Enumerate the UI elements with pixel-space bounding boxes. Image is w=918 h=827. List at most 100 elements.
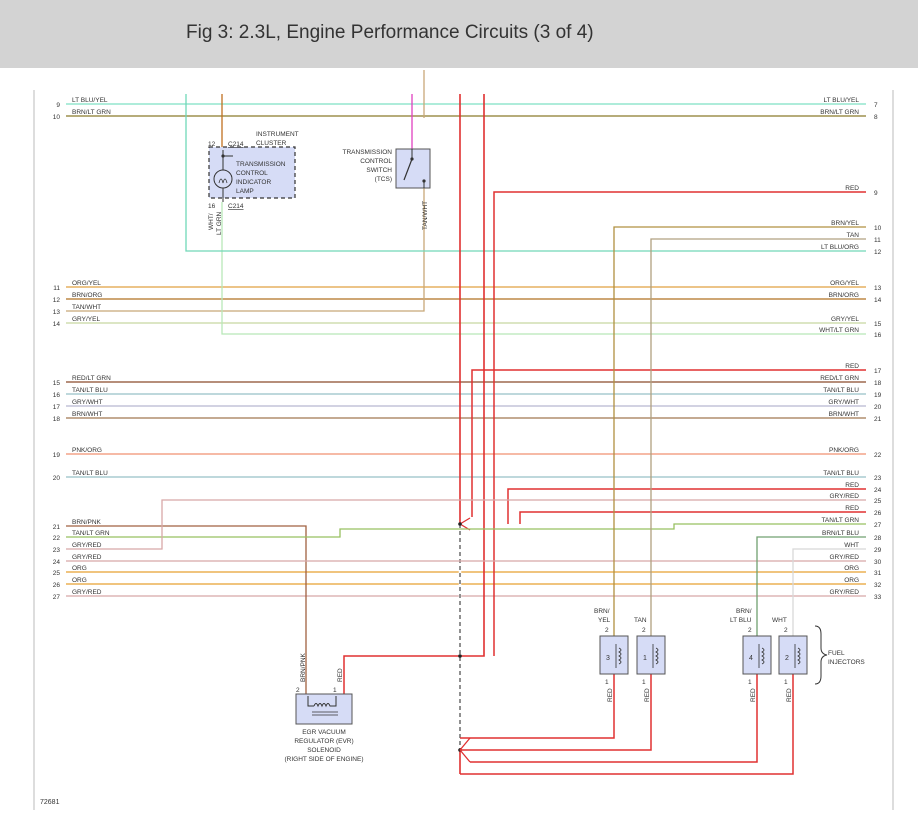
left-wire-label: BRN/LT GRN — [72, 109, 111, 116]
injector-pin-top: 2 — [784, 627, 788, 634]
injector-group-label-1: FUEL — [828, 650, 845, 657]
right-wire-label: RED — [845, 505, 859, 512]
tcs-label-4: (TCS) — [375, 176, 392, 183]
right-wire-label: GRY/WHT — [828, 399, 859, 406]
injector-1: 1 TAN 2 1 RED — [634, 617, 666, 702]
right-wire-label: TAN — [846, 232, 859, 239]
injector-bottom-wire: RED — [786, 688, 793, 702]
left-pin-number: 17 — [53, 404, 61, 411]
injector-top-label-2: LT BLU — [730, 617, 752, 624]
lamp-label-4: LAMP — [236, 188, 254, 195]
tan-lt-grn-wire — [66, 523, 866, 538]
right-pin-number: 21 — [874, 416, 882, 423]
red-to-pin-24 — [507, 488, 866, 524]
right-pin-number: 14 — [874, 297, 882, 304]
injector-1-power — [460, 674, 652, 751]
right-pin-number: 7 — [874, 102, 878, 109]
right-pin-number: 24 — [874, 487, 882, 494]
right-wire-label: ORG/YEL — [830, 280, 859, 287]
injector-group-label-2: INJECTORS — [828, 659, 865, 666]
injector-pin-top: 2 — [642, 627, 646, 634]
right-pin-number: 22 — [874, 452, 882, 459]
injector-top-label-2: TAN — [634, 617, 647, 624]
cluster-connector-top: C214 — [228, 141, 244, 148]
tcs-wire-label: TAN/WHT — [422, 201, 429, 230]
splice-node — [458, 522, 462, 526]
components-layer: INSTRUMENT CLUSTER 12 C214 16 C214 TRANS… — [40, 131, 865, 806]
right-pin-number: 8 — [874, 114, 878, 121]
right-wire-label: GRY/YEL — [831, 316, 859, 323]
splice-node — [458, 654, 462, 658]
injector-box — [778, 635, 808, 675]
tcs-switch-arm — [403, 158, 413, 181]
injector-box — [636, 635, 666, 675]
left-pin-number: 21 — [53, 524, 61, 531]
evr-wire-right: RED — [337, 668, 344, 682]
injector-3-power — [460, 674, 615, 739]
injector-4-signal — [756, 536, 866, 636]
right-wire-label: RED — [845, 185, 859, 192]
injector-3-branch — [459, 737, 471, 751]
injector-2: 2 WHT 2 1 RED — [772, 617, 808, 702]
instrument-cluster: INSTRUMENT CLUSTER 12 C214 16 C214 TRANS… — [208, 131, 299, 235]
diagram-frame: INSTRUMENT CLUSTER 12 C214 16 C214 TRANS… — [0, 70, 918, 827]
evr-label-4: (RIGHT SIDE OF ENGINE) — [285, 756, 364, 763]
injector-top-label-2: WHT — [772, 617, 787, 624]
cluster-pin-bottom: 16 — [208, 203, 216, 210]
left-pin-number: 16 — [53, 392, 61, 399]
left-wire-label: ORG/YEL — [72, 280, 101, 287]
red-branch-a — [459, 517, 471, 525]
tcs-signal-wire — [66, 188, 425, 312]
right-wire-label: BRN/YEL — [831, 220, 859, 227]
left-pin-number: 13 — [53, 309, 61, 316]
left-pin-number: 26 — [53, 582, 61, 589]
right-wire-label: ORG — [844, 565, 859, 572]
injector-2-power — [460, 674, 794, 775]
red-to-pin-17 — [471, 369, 866, 517]
left-pin-number: 11 — [53, 285, 60, 292]
left-wire-label: TAN/WHT — [72, 304, 101, 311]
injector-pin-bottom: 1 — [748, 679, 752, 686]
right-pin-number: 20 — [874, 404, 882, 411]
left-wire-label: GRY/YEL — [72, 316, 100, 323]
injector-3: 3 BRN/ YEL 2 1 RED — [594, 608, 629, 702]
injector-coil-icon — [758, 644, 765, 668]
right-pin-number: 29 — [874, 547, 882, 554]
right-wire-label: BRN/ORG — [829, 292, 859, 299]
left-pin-number: 9 — [56, 102, 60, 109]
power-feed-aux — [460, 94, 485, 657]
lamp-label-1: TRANSMISSION — [236, 161, 286, 168]
right-wire-label: BRN/LT GRN — [820, 109, 859, 116]
cluster-pin-top: 12 — [208, 141, 216, 148]
left-wire-label: ORG — [72, 577, 87, 584]
injector-pin-bottom: 1 — [642, 679, 646, 686]
right-wire-label: GRY/RED — [830, 554, 860, 561]
injector-coil-icon — [652, 644, 659, 668]
right-wire-label: WHT/LT GRN — [819, 327, 859, 334]
injector-4-branch — [459, 749, 471, 763]
evr-control-wire — [66, 525, 307, 694]
injector-number: 3 — [606, 655, 610, 662]
right-wire-label: LT BLU/ORG — [821, 244, 859, 251]
tcs-label-1: TRANSMISSION — [343, 149, 393, 156]
injector-4-power — [470, 674, 758, 763]
left-wire-label: LT BLU/YEL — [72, 97, 108, 104]
right-pin-number: 10 — [874, 225, 882, 232]
injector-pin-bottom: 1 — [784, 679, 788, 686]
right-pin-number: 31 — [874, 570, 882, 577]
left-wire-label: RED/LT GRN — [72, 375, 111, 382]
evr-pin-left: 2 — [296, 687, 300, 694]
cluster-lamp-wire — [221, 202, 866, 335]
injector-bottom-wire: RED — [607, 688, 614, 702]
right-wire-label: TAN/LT GRN — [821, 517, 859, 524]
right-pin-number: 12 — [874, 249, 882, 256]
cluster-wire-label-1: WHT/ — [208, 213, 215, 230]
injector-number: 1 — [643, 655, 647, 662]
figure-title: Fig 3: 2.3L, Engine Performance Circuits… — [186, 22, 594, 43]
injector-coil-icon — [615, 644, 622, 668]
right-pin-number: 11 — [874, 237, 881, 244]
evr-pin-right: 1 — [333, 687, 337, 694]
left-wire-label: GRY/RED — [72, 542, 102, 549]
injector-group-bracket — [814, 625, 828, 685]
